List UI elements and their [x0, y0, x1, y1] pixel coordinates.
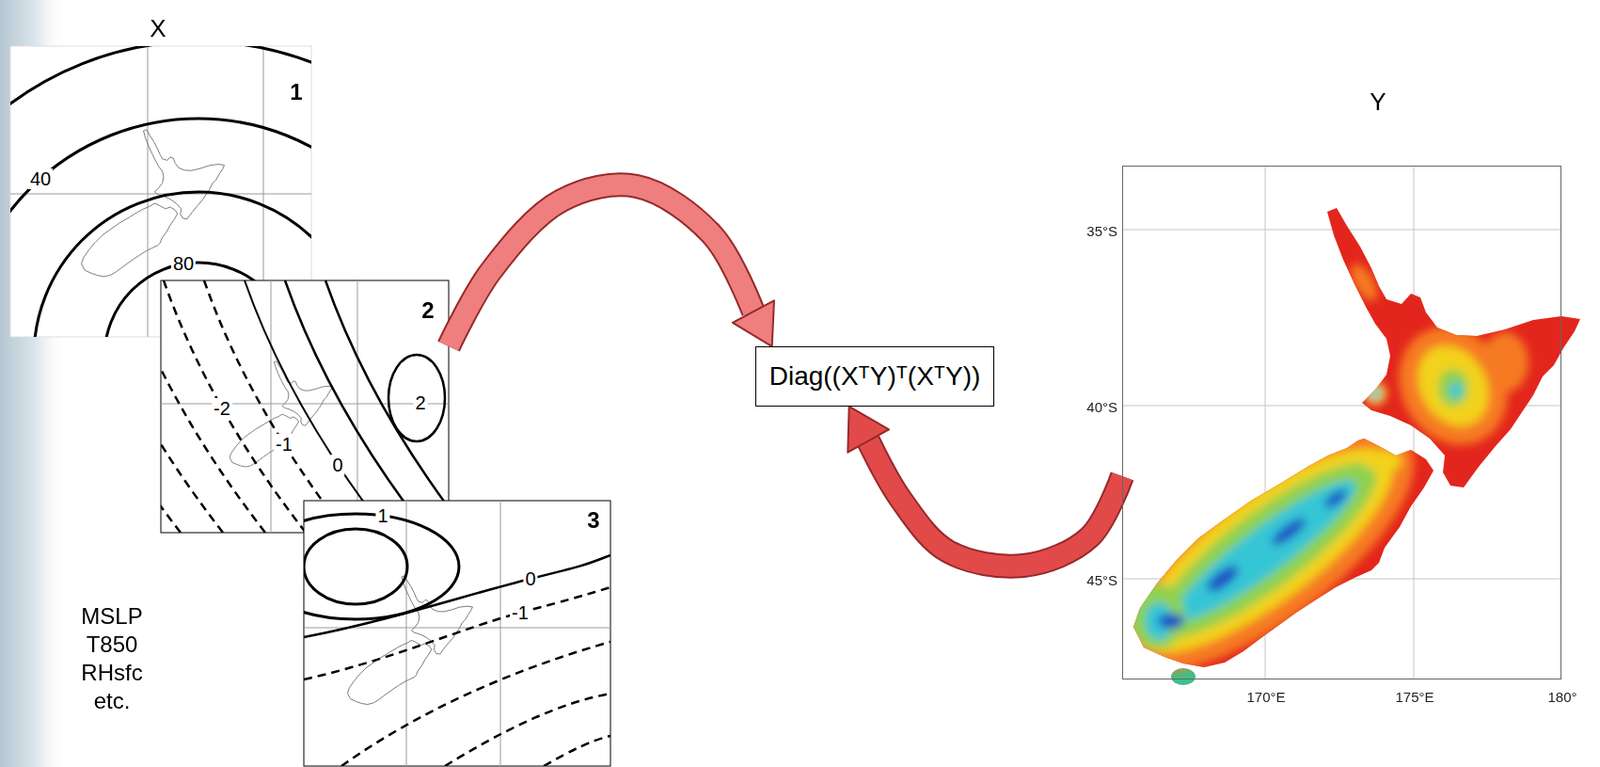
- contour-line: [325, 280, 449, 533]
- contour-line: [303, 513, 460, 619]
- axis-tick-label: 180°: [1547, 689, 1577, 704]
- shade: [1438, 368, 1469, 407]
- contour-line: [160, 280, 266, 533]
- curved-arrow: [847, 406, 1123, 567]
- axis-heading: Y: [1369, 89, 1386, 114]
- shade: [1378, 306, 1529, 465]
- contour-panel: 1 40 80: [10, 46, 312, 337]
- arrow-body: [868, 440, 1123, 566]
- contour-panel: 3 1 0 -1: [303, 500, 611, 766]
- contour-label: 0: [330, 454, 345, 476]
- contour-line: [163, 280, 306, 533]
- contour-line: [285, 280, 428, 533]
- shade: [1363, 381, 1387, 405]
- contour-line: [303, 528, 408, 604]
- coastline: [229, 413, 299, 467]
- contour-line: [543, 735, 611, 766]
- contour-label: 1: [375, 505, 390, 526]
- shade: [1157, 613, 1185, 629]
- formula-box: Diag((XᵀY)ᵀ(XᵀY)): [755, 346, 996, 407]
- arrow-head: [732, 300, 775, 347]
- axis-tick-label: 175°E: [1394, 689, 1434, 704]
- contour-line: [388, 354, 445, 442]
- grid-line: [500, 500, 502, 766]
- contour-line: [244, 280, 387, 533]
- variable-list: MSLP T850 RHsfc etc.: [80, 601, 143, 715]
- contour-label: 80: [171, 253, 196, 274]
- contour-line: [444, 693, 611, 766]
- map-frame: 35°S40°S45°S170°E175°E180°: [1122, 165, 1562, 680]
- contour-map: [38, 280, 468, 533]
- contour-line: [10, 46, 312, 337]
- contour-label: 0: [522, 568, 538, 589]
- nz-map: [1079, 165, 1581, 714]
- grid-line: [147, 46, 149, 337]
- panel-number: 1: [287, 79, 304, 105]
- shade: [1267, 513, 1310, 550]
- contour-label: -1: [273, 433, 295, 455]
- shade: [1203, 561, 1243, 597]
- panel-number: 3: [585, 507, 602, 533]
- shade: [1369, 387, 1381, 399]
- contour-line: [160, 280, 181, 533]
- contour-line: [303, 554, 611, 637]
- arrow-outline: [448, 184, 754, 347]
- contour-label: -2: [211, 397, 233, 419]
- grid-line: [270, 280, 272, 533]
- coastline: [347, 639, 431, 704]
- panel-number: 2: [419, 298, 436, 323]
- contour-line: [303, 586, 611, 680]
- axis-tick-label: 35°S: [1086, 223, 1118, 238]
- contour-line: [341, 641, 611, 766]
- shade: [1449, 381, 1463, 399]
- shade: [1161, 464, 1370, 637]
- contour-map: [252, 500, 611, 766]
- shade: [1321, 486, 1350, 511]
- shade: [1345, 259, 1382, 305]
- shade: [1109, 415, 1421, 685]
- axis-tick-label: 40°S: [1086, 399, 1118, 414]
- shade: [1079, 386, 1451, 714]
- shade: [1481, 332, 1529, 393]
- contour-label: -1: [509, 601, 531, 623]
- grid-line: [10, 193, 312, 195]
- shade: [1128, 583, 1186, 650]
- arrow-body: [448, 184, 754, 347]
- panel-frame: [303, 500, 611, 766]
- contour-label: 40: [28, 168, 53, 190]
- coastline: [401, 575, 473, 654]
- arrow-outline: [868, 440, 1123, 566]
- coastline: [143, 129, 225, 220]
- coastline: [81, 203, 178, 277]
- shade: [1403, 332, 1504, 440]
- grid-line: [160, 403, 449, 405]
- shade: [1363, 449, 1402, 473]
- formula-text: Diag((XᵀY)ᵀ(XᵀY)): [769, 360, 982, 393]
- axis-tick-label: 45°S: [1086, 572, 1118, 587]
- stewart-island: [1171, 667, 1196, 685]
- axis-heading: X: [149, 15, 166, 41]
- contour-line: [204, 280, 347, 533]
- contour-panel: 2 2 -2 -1 0: [160, 280, 449, 533]
- contour-label: 2: [412, 392, 428, 413]
- axis-tick-label: 170°E: [1246, 689, 1285, 704]
- arrow-head: [847, 406, 889, 453]
- panel-frame: [160, 280, 449, 533]
- curved-arrow: [448, 184, 775, 347]
- elevation-shading: [1079, 259, 1529, 714]
